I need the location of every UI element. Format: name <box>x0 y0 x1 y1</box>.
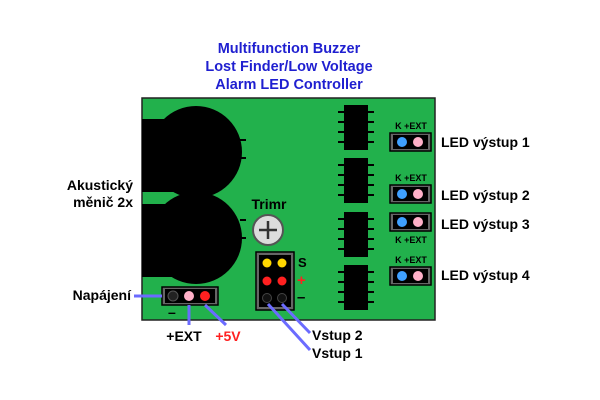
led-output-label-4: LED výstup 4 <box>441 267 530 283</box>
trimmer-label: Trimr <box>251 196 287 212</box>
led-output-label-2: LED výstup 2 <box>441 187 530 203</box>
ic-chip <box>338 265 374 310</box>
input1-label: Vstup 1 <box>312 345 363 361</box>
input2-label: Vstup 2 <box>312 327 363 343</box>
power-connector <box>161 286 219 306</box>
buzzer-label-1: Akustický <box>67 177 133 193</box>
power-label: Napájení <box>73 287 132 303</box>
title-line-1: Multifunction Buzzer <box>218 41 361 57</box>
pin-s-label: S <box>298 255 307 270</box>
led-output-label-1: LED výstup 1 <box>441 134 530 150</box>
input-connector <box>255 251 295 311</box>
led-connector: K +EXT <box>389 212 432 245</box>
annotation-wires <box>134 294 312 352</box>
led-pin-label: K +EXT <box>395 235 427 245</box>
title-line-3: Alarm LED Controller <box>215 77 363 93</box>
ext-label: +EXT <box>166 328 202 344</box>
power-minus-label: – <box>168 304 176 320</box>
buzzer-bottom <box>142 192 246 284</box>
led-pin-label: K +EXT <box>395 255 427 265</box>
ic-chips <box>338 105 374 310</box>
trimmer-icon[interactable] <box>252 214 284 246</box>
led-pin-label: K +EXT <box>395 173 427 183</box>
led-connectors: K +EXT K +EXT K +EXT K +EXT <box>389 121 432 286</box>
pin-plus-label: + <box>297 272 306 289</box>
ic-chip <box>338 105 374 150</box>
pin-minus-label: – <box>297 289 305 306</box>
led-connector: K +EXT <box>389 255 432 286</box>
led-connector: K +EXT <box>389 173 432 204</box>
led-connector: K +EXT <box>389 121 432 152</box>
buzzer-top <box>142 106 246 198</box>
ic-chip <box>338 212 374 257</box>
v5-label: +5V <box>215 328 241 344</box>
title-line-2: Lost Finder/Low Voltage <box>205 59 372 75</box>
ic-chip <box>338 158 374 203</box>
led-pin-label: K +EXT <box>395 121 427 131</box>
buzzer-label-2: měnič 2x <box>73 194 133 210</box>
led-output-label-3: LED výstup 3 <box>441 216 530 232</box>
led-output-labels: LED výstup 1 LED výstup 2 LED výstup 3 LED … <box>441 134 530 283</box>
